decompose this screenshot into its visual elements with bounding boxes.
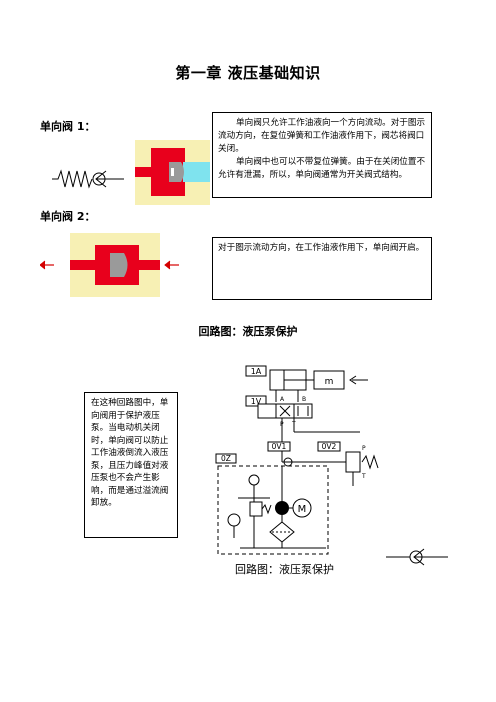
check-valve-symbol-2 — [386, 548, 448, 566]
label-0z: 0Z — [221, 454, 231, 463]
check-valve-symbol-1 — [52, 169, 124, 189]
label-0v2: 0V2 — [322, 442, 337, 451]
label-relief-t: T — [361, 473, 366, 480]
hydraulic-circuit-diagram: 1A m 1V A B P T 0V1 0V2 P T 0Z M — [215, 365, 379, 555]
label-1a: 1A — [251, 367, 262, 376]
label-0v1: 0V1 — [272, 442, 287, 451]
label-1v: 1V — [251, 397, 262, 406]
section2-text: 对于图示流动方向，在工作油液作用下，单向阀开启。 — [218, 243, 425, 253]
check-valve-illustration-2 — [40, 233, 179, 297]
circuit-title: 回路图：液压泵保护 — [198, 325, 298, 338]
circuit-caption: 回路图：液压泵保护 — [235, 563, 334, 576]
section1-paragraph-2: 单向阀中也可以不带复位弹簧。由于在关闭位置不允许有泄漏，所以，单向阀通常为开关阀… — [218, 157, 426, 180]
label-motor: M — [298, 504, 307, 515]
label-port-b: B — [302, 396, 306, 403]
check-valve-illustration-1 — [135, 140, 210, 205]
section1-label: 单向阀 1： — [40, 120, 96, 133]
label-relief-p: P — [362, 445, 366, 452]
section2-box-lower — [212, 270, 432, 300]
label-port-a: A — [280, 396, 285, 403]
circuit-side-text-box: 在这种回路图中，单向阀用于保护液压泵。当电动机关闭时，单向阀可以防止工作油液倒流… — [84, 392, 178, 538]
page-title: 第一章 液压基础知识 — [175, 64, 321, 82]
circuit-side-text: 在这种回路图中，单向阀用于保护液压泵。当电动机关闭时，单向阀可以防止工作油液倒流… — [91, 398, 169, 508]
section2-label: 单向阀 2： — [40, 210, 96, 223]
section1-text-box: 单向阀只允许工作油液向一个方向流动。对于图示流动方向，在复位弹簧和工作油液作用下… — [212, 112, 432, 198]
section1-paragraph-1: 单向阀只允许工作油液向一个方向流动。对于图示流动方向，在复位弹簧和工作油液作用下… — [218, 118, 426, 154]
label-mass: m — [325, 377, 334, 387]
section2-text-box: 对于图示流动方向，在工作油液作用下，单向阀开启。 — [212, 237, 432, 271]
